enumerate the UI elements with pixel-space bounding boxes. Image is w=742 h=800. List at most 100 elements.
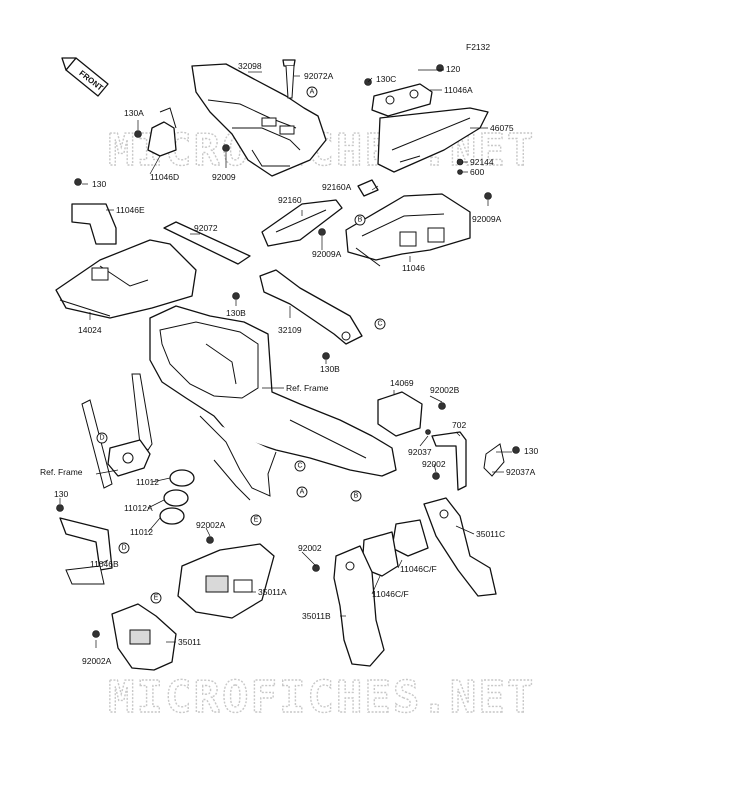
part-label: 130A (124, 108, 144, 118)
ref-letter: A (300, 489, 305, 496)
part-label: 92009A (312, 249, 342, 259)
part-label: 35011B (302, 611, 331, 621)
part-label: 11046A (444, 85, 473, 95)
part-label: 130 (54, 489, 68, 499)
ref-letter: C (297, 463, 302, 470)
part-label: 600 (470, 167, 484, 177)
ref-letter: B (354, 493, 359, 500)
rubber-92160A (357, 179, 379, 197)
bracket-11046B (59, 517, 113, 585)
ref-marker-e-1: E (250, 514, 262, 526)
ref-letter: E (154, 595, 159, 602)
part-label: 130C (376, 74, 396, 84)
figure-code: F2132 (466, 42, 490, 52)
ref-letter: C (377, 321, 382, 328)
main-frame (149, 305, 397, 501)
bushing-11012-b (159, 507, 185, 525)
ref-marker-b-2: B (350, 490, 362, 502)
rear-bracket-11046 (345, 193, 471, 267)
cover-14024 (55, 239, 197, 319)
part-label: 92002B (430, 385, 460, 395)
ref-letter: D (99, 435, 104, 442)
part-label: 11012A (124, 503, 153, 513)
part-label: Ref. Frame (286, 383, 329, 393)
part-label: 92002A (196, 520, 226, 530)
ref-marker-c-1: C (374, 318, 386, 330)
watermark-bottom: MICROFICHES.NET (108, 672, 535, 723)
part-label: 46075 (490, 123, 514, 133)
part-labels: 32098 92072A 130C 120 11046A 46075 130A … (40, 61, 538, 666)
part-label: 92002 (422, 459, 446, 469)
part-label: 92160A (322, 182, 352, 192)
part-label: 92072 (194, 223, 218, 233)
part-label: 92144 (470, 157, 494, 167)
ref-frame-rail (81, 373, 153, 489)
part-label: 92037 (408, 447, 432, 457)
hose-702 (431, 431, 467, 491)
part-label: 14024 (78, 325, 102, 335)
bolt-icons (56, 64, 520, 638)
part-label: 702 (452, 420, 466, 430)
part-label: 35011C (476, 529, 505, 539)
clamp-92037A (483, 443, 505, 477)
ref-marker-d-2: D (118, 542, 130, 554)
bracket-11046E (71, 203, 117, 245)
part-label: 35011A (258, 587, 287, 597)
part-label: 14069 (390, 378, 414, 388)
part-label: 11046C/F (400, 564, 437, 574)
part-label: 11046D (150, 172, 179, 182)
ref-letter: E (254, 517, 259, 524)
ref-letter: A (310, 89, 315, 96)
bushing-11012-a (169, 469, 195, 487)
mount-rubber-11012 (107, 439, 151, 477)
bracket-11046D (147, 107, 177, 157)
rubber-92160 (261, 199, 343, 247)
footrest-bracket-35011A (177, 543, 275, 619)
footrest-bracket-35011C (423, 497, 497, 597)
relay-cover-14069 (377, 391, 423, 437)
part-label: 11046 (402, 263, 425, 273)
part-label: 92009A (472, 214, 502, 224)
ref-letter: B (358, 217, 363, 224)
ref-letter: D (121, 545, 126, 552)
part-label: 11012 (136, 477, 159, 487)
bolt-92072A (282, 59, 296, 99)
bracket-11046CF-a (391, 519, 429, 557)
part-label: 92037A (506, 467, 536, 477)
ref-marker-a-2: A (296, 486, 308, 498)
grab-rail-46075 (377, 107, 489, 173)
part-label: 92072A (304, 71, 334, 81)
footrest-bracket-35011 (111, 603, 177, 671)
ref-marker-a-1: A (306, 86, 318, 98)
part-label: 130 (524, 446, 538, 456)
part-label: 32109 (278, 325, 302, 335)
front-arrow-icon: FRONT (61, 57, 109, 97)
bracket-11046A (371, 83, 433, 117)
strap-92072 (163, 221, 251, 265)
part-label: 92160 (278, 195, 302, 205)
part-label: Ref. Frame (40, 467, 83, 477)
ref-marker-d-1: D (96, 432, 108, 444)
part-label: 32098 (238, 61, 262, 71)
part-label: 92009 (212, 172, 236, 182)
ref-marker-b-1: B (354, 214, 366, 226)
bushing-11012A (163, 489, 189, 507)
part-label: 11046B (90, 559, 119, 569)
part-label: 130 (92, 179, 106, 189)
bracket-32109 (259, 269, 363, 345)
ref-marker-c-2: C (294, 460, 306, 472)
battery-case-32098 (191, 63, 327, 177)
leader-lines (59, 69, 512, 648)
ref-marker-e-2: E (150, 592, 162, 604)
part-label: 35011 (178, 637, 201, 647)
part-label: 11012 (130, 527, 153, 537)
part-label: 120 (446, 64, 460, 74)
part-label: 11046E (116, 205, 145, 215)
part-label: 11046C/F (372, 589, 409, 599)
part-label: 130B (320, 364, 340, 374)
part-label: 92002 (298, 543, 322, 553)
part-label: 92002A (82, 656, 112, 666)
part-label: 130B (226, 308, 246, 318)
footrest-bracket-35011B (333, 545, 385, 667)
